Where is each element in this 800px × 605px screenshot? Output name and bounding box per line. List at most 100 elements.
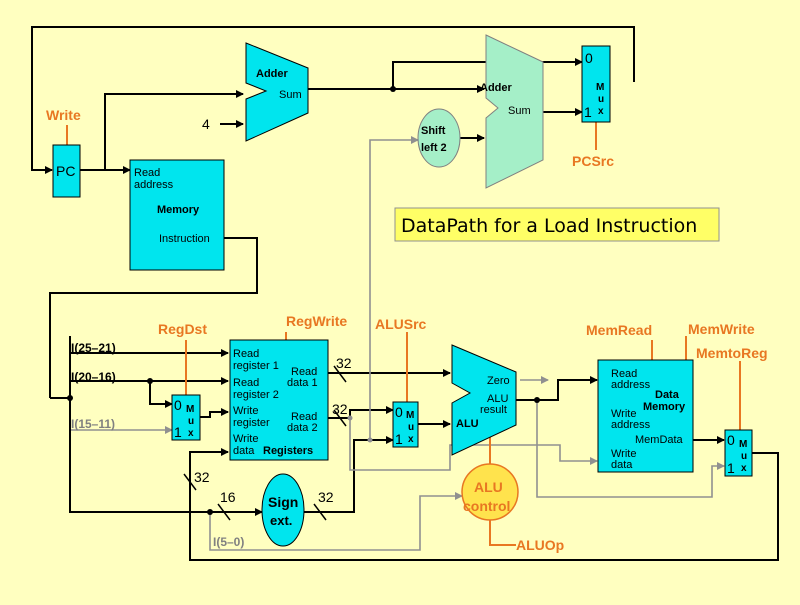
adder-branch-target: [485, 34, 544, 189]
reg-read-data1-a: Read: [291, 366, 317, 378]
dm-write-data-b: data: [611, 459, 633, 471]
alu: [451, 344, 517, 456]
alu-control: [461, 463, 519, 521]
regdst-out-wire: [200, 408, 229, 418]
reg-read-reg2-b: register 2: [233, 389, 279, 401]
diagram-title: DataPath for a Load Instruction: [401, 215, 697, 237]
pc-to-adder-wire: [104, 90, 244, 170]
regdst-mux-one: 1: [174, 424, 182, 440]
sign-extend: [261, 473, 305, 547]
memtoreg-mux: [724, 429, 753, 477]
registers-title: Registers: [263, 445, 313, 457]
regdst-mux-m: M: [186, 404, 194, 415]
data-memory: [597, 359, 694, 473]
field-imm-label: I(5–0): [213, 535, 244, 549]
reg-write-data-b: data: [233, 445, 255, 457]
memtoreg-label: MemtoReg: [696, 345, 768, 361]
bus-width-slash: [183, 473, 197, 491]
instruction-bus-wire: [49, 237, 258, 398]
junction-dot: [147, 378, 153, 384]
width-ext32: 32: [318, 489, 334, 505]
ext-to-shift-wire: [369, 136, 419, 440]
alu-title: ALU: [456, 418, 479, 430]
pc-write-label: Write: [46, 107, 81, 123]
junction-dot: [347, 415, 353, 421]
junction-dot: [207, 509, 213, 515]
pc-mux-u: u: [598, 94, 604, 105]
regdst-mux: [171, 394, 201, 441]
regwrite-label: RegWrite: [286, 313, 347, 329]
dm-read-addr-a: Read: [611, 368, 637, 380]
junction-dot: [67, 395, 73, 401]
reg-read-data2-b: data 2: [287, 422, 318, 434]
pcsrc-mux: [581, 45, 611, 123]
reg-read-reg1-a: Read: [233, 348, 259, 360]
result-to-memtoreg-wire: [536, 400, 725, 498]
imm-wire: [69, 336, 263, 516]
reg-write-reg-a: Write: [233, 405, 258, 417]
bus-width-slash: [313, 503, 327, 521]
reg-write-data-a: Write: [233, 433, 258, 445]
alusrc-mux-u: u: [408, 422, 414, 433]
field-rd-label: I(15–11): [71, 417, 115, 431]
adder2-sum-label: Sum: [508, 105, 531, 117]
regdst-mux-u: u: [188, 416, 194, 427]
alusrc-mux: [392, 401, 419, 448]
alusrc-mux-m: M: [406, 410, 414, 421]
junction-dot: [390, 86, 396, 92]
pc-label: PC: [56, 163, 75, 179]
writeback-wire: [189, 452, 779, 561]
alu-control-line2: control: [463, 498, 510, 514]
rt-to-mux-wire: [149, 381, 173, 408]
bus-width-slash: [217, 503, 231, 521]
memtoreg-mux-u: u: [741, 451, 747, 462]
reg-read-reg2-a: Read: [233, 377, 259, 389]
pc-mux-zero: 0: [585, 50, 593, 66]
width-rd1: 32: [336, 355, 352, 371]
width-imm16: 16: [220, 489, 236, 505]
wires: [31, 26, 779, 561]
adder1-sum-label: Sum: [279, 89, 302, 101]
bus-width-slash: [333, 365, 347, 383]
reg-read-data1-b: data 1: [287, 377, 318, 389]
dm-read-addr-b: address: [611, 379, 651, 391]
dm-write-addr-a: Write: [611, 408, 636, 420]
reg-read-reg1-b: register 1: [233, 360, 279, 372]
alusrc-label: ALUSrc: [375, 316, 427, 332]
dm-title-b: Memory: [643, 401, 686, 413]
pc-mux-x: x: [598, 106, 604, 117]
alusrc-mux-x: x: [408, 434, 414, 445]
register-file: [229, 339, 329, 461]
pc-register: [52, 144, 81, 198]
reg-write-reg-b: register: [233, 417, 270, 429]
pcsrc-label: PCSrc: [572, 153, 614, 169]
junction-dot: [367, 437, 373, 443]
shift-left-2: [417, 108, 461, 168]
im-read-addr-line2: address: [134, 179, 174, 191]
pc-mux-one: 1: [584, 104, 592, 120]
bus-width-slash: [333, 409, 347, 427]
regdst-mux-x: x: [188, 428, 194, 439]
im-instruction-label: Instruction: [159, 233, 210, 245]
sign-ext-line2: ext.: [270, 513, 292, 528]
aluop-wire: [489, 520, 516, 546]
alusrc-mux-zero: 0: [395, 404, 403, 420]
field-rs-label: I(25–21): [71, 341, 116, 355]
reg-read-data2-a: Read: [291, 411, 317, 423]
junction-dot: [534, 397, 540, 403]
memtoreg-mux-x: x: [741, 463, 747, 474]
memtoreg-mux-one: 1: [727, 460, 735, 476]
result-to-addr-wire: [516, 376, 598, 401]
pc-mux-m: M: [596, 82, 604, 93]
alu-control-line1: ALU: [474, 479, 503, 495]
regdst-mux-zero: 0: [174, 397, 182, 413]
adder-pc-plus-4: [245, 42, 309, 142]
width-wd32: 32: [194, 469, 210, 485]
regdst-label: RegDst: [158, 321, 207, 337]
alu-result-b: result: [480, 404, 507, 416]
writeback-to-reg-wire: [189, 448, 229, 470]
pc-feedback-wire: [31, 26, 635, 174]
width-rd2: 32: [332, 401, 348, 417]
alu-zero-label: Zero: [487, 375, 510, 387]
